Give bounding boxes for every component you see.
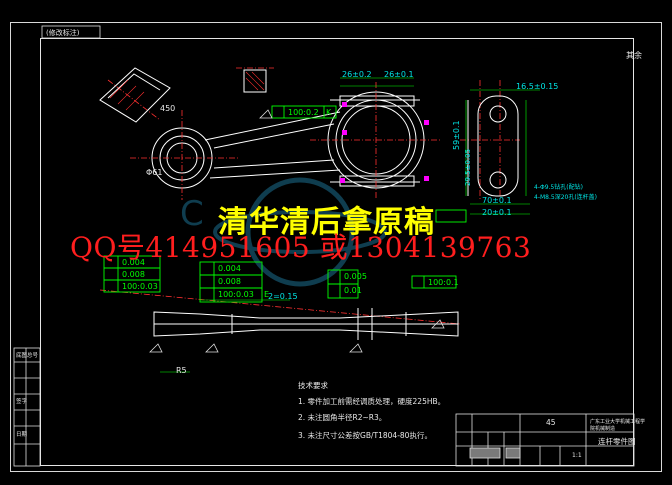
rod-front-view	[153, 308, 459, 340]
fcf-group	[103, 105, 467, 303]
dim-d4: 59±0.1	[452, 120, 461, 150]
left-strip	[13, 347, 41, 467]
rod-side-view	[467, 95, 519, 197]
dim-d3: 16.5±0.15	[516, 82, 559, 91]
datum-markers	[340, 102, 429, 183]
dim-d2: 26±0.1	[384, 70, 414, 79]
tech-req-item-2: 2. 未注圆角半径R2~R3。	[298, 413, 387, 422]
fcf-f9: 100:0.1	[428, 278, 459, 287]
datum-symbols	[149, 109, 445, 353]
view-label-box	[41, 25, 101, 39]
centerlines	[99, 67, 520, 325]
fcf-f4: 0.008	[122, 270, 145, 279]
fcf-f2: K	[326, 108, 332, 117]
dim-d8: 4-M8.5深20孔(连杆盖)	[534, 194, 598, 201]
logo-watermark: C	[180, 177, 387, 287]
title-block	[455, 413, 635, 467]
fcf-f3: 0.004	[122, 258, 145, 267]
dim-d12: Φ61	[146, 168, 163, 177]
tech-req-item-3: 3. 未注尺寸公差按GB/T1804-80执行。	[298, 431, 432, 440]
dim-d10: 2=0.15	[268, 292, 298, 301]
dim-d9: 29.5±0.05	[464, 148, 472, 186]
fcf-f7-val: 0.008	[218, 277, 241, 286]
left-strip-3: 日期	[16, 432, 28, 438]
fcf-f8: 0.01	[344, 286, 362, 295]
ibeam-hatch	[245, 71, 265, 91]
svg-text:C: C	[180, 194, 204, 234]
company-line-2: 院机械制造	[590, 426, 616, 432]
fcf-f6: E	[264, 290, 270, 299]
fcf-f10: 0.005	[344, 272, 367, 281]
watermark-title: 清华清后拿原稿	[218, 205, 435, 240]
fcf-f6-val: 0.004	[218, 264, 241, 273]
watermark-qq: QQ号414951605 或1304139763	[70, 231, 532, 264]
section-detail-a	[99, 67, 171, 123]
dimension-lines	[160, 77, 540, 373]
dim-d11: 450	[160, 104, 176, 113]
outer-frame	[10, 22, 662, 472]
fcf-f5: 100:0.03	[122, 282, 158, 291]
fcf-f1: 100:0.2	[288, 108, 319, 117]
scale: 1:1	[572, 452, 582, 459]
material: 45	[546, 418, 556, 427]
section-detail-a-hatch	[109, 79, 145, 111]
left-strip-2: 签字	[16, 399, 28, 405]
drawing-title: 连杆零件图	[598, 437, 636, 446]
view-label: (修改标注)	[46, 29, 80, 37]
inner-frame	[40, 38, 634, 466]
tech-req-item-1: 1. 零件加工前需经调质处理，硬度225HB。	[298, 397, 446, 406]
left-strip-1: 底图总号	[16, 353, 39, 359]
dim-d1: 26±0.2	[342, 70, 372, 79]
dim-d7: 4-Φ9.5钻孔(配钻)	[534, 184, 583, 191]
tech-req-heading: 技术要求	[298, 381, 328, 390]
dim-d13: R5	[176, 366, 187, 375]
dim-d5: 20±0.1	[482, 208, 512, 217]
fcf-f8-val: 100:0.03	[218, 290, 254, 299]
ibeam-section	[243, 69, 267, 93]
company-line-1: 广东工业大学机械工程学	[590, 419, 646, 425]
dim-d6: 70±0.1	[482, 196, 512, 205]
surface-finish-note: 其余	[626, 51, 642, 60]
